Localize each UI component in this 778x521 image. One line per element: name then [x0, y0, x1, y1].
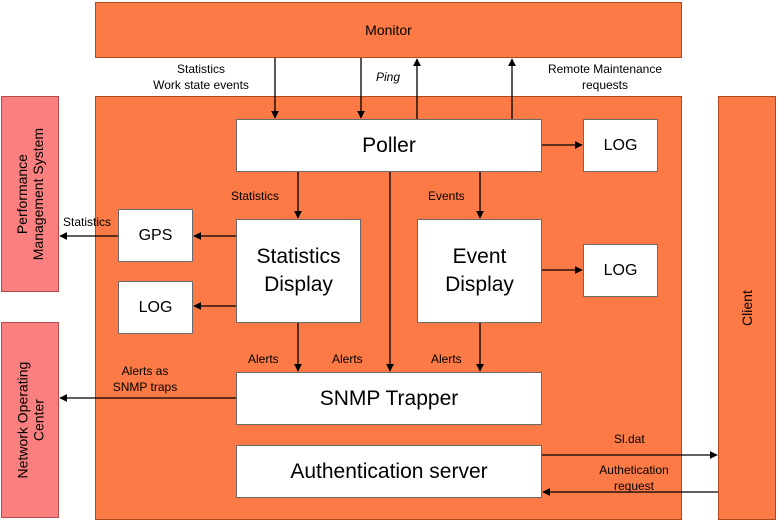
event-display-line-1: Event: [452, 245, 507, 268]
remote-maintenance-label: Remote Maintenance requests: [547, 62, 663, 92]
client-label: Client: [738, 290, 755, 326]
client-block: Client: [718, 96, 776, 520]
authentication-request-label: Authetication request: [599, 463, 669, 493]
network-operating-center-block: Network Operating Center: [1, 322, 59, 518]
snmp-trapper-box: SNMP Trapper: [236, 372, 542, 425]
noc-label-line-2: Center: [30, 398, 46, 442]
snmp-trapper-label: SNMP Trapper: [319, 386, 459, 410]
gps-label: GPS: [138, 226, 173, 244]
log-statistics-label: LOG: [138, 298, 173, 316]
log-event-label: LOG: [603, 261, 638, 279]
statistics-display-line-1: Statistics: [256, 245, 341, 268]
poller-box: Poller: [236, 119, 542, 172]
alerts-right-label: Alerts: [431, 352, 462, 366]
authentication-server-label: Authentication server: [290, 459, 488, 483]
noc-label-line-1: Network Operating: [13, 361, 30, 479]
event-display-line-2: Display: [445, 273, 514, 296]
performance-label-line-1: Performance: [13, 153, 30, 235]
gps-statistics-label: Statistics: [63, 215, 112, 229]
authentication-server-box: Authentication server: [236, 445, 542, 498]
statistics-display-line-2: Display: [264, 273, 333, 296]
monitor-label: Monitor: [365, 22, 412, 38]
monitor-block: Monitor: [95, 2, 682, 58]
log-poller-box: LOG: [583, 119, 658, 172]
performance-label-line-2: Management System: [30, 127, 47, 261]
performance-management-system-block: Performance Management System: [1, 96, 59, 292]
log-statistics-box: LOG: [118, 281, 193, 334]
alerts-snmp-traps-label: Alerts as SNMP traps: [112, 364, 178, 394]
alerts-middle-label: Alerts: [332, 352, 363, 366]
ping-label: Ping: [376, 70, 401, 84]
sl-dat-label: Sl.dat: [614, 432, 645, 446]
poller-label: Poller: [362, 133, 416, 157]
log-poller-label: LOG: [603, 136, 638, 154]
poller-statistics-label: Statistics: [231, 189, 280, 203]
alerts-left-label: Alerts: [248, 352, 279, 366]
poller-events-label: Events: [428, 189, 465, 203]
gps-box: GPS: [118, 209, 193, 262]
statistics-display-box: Statistics Display: [236, 219, 361, 323]
log-event-box: LOG: [583, 244, 658, 297]
monitor-statistics-label: Statistics Work state events: [153, 62, 249, 92]
event-display-box: Event Display: [417, 219, 542, 323]
